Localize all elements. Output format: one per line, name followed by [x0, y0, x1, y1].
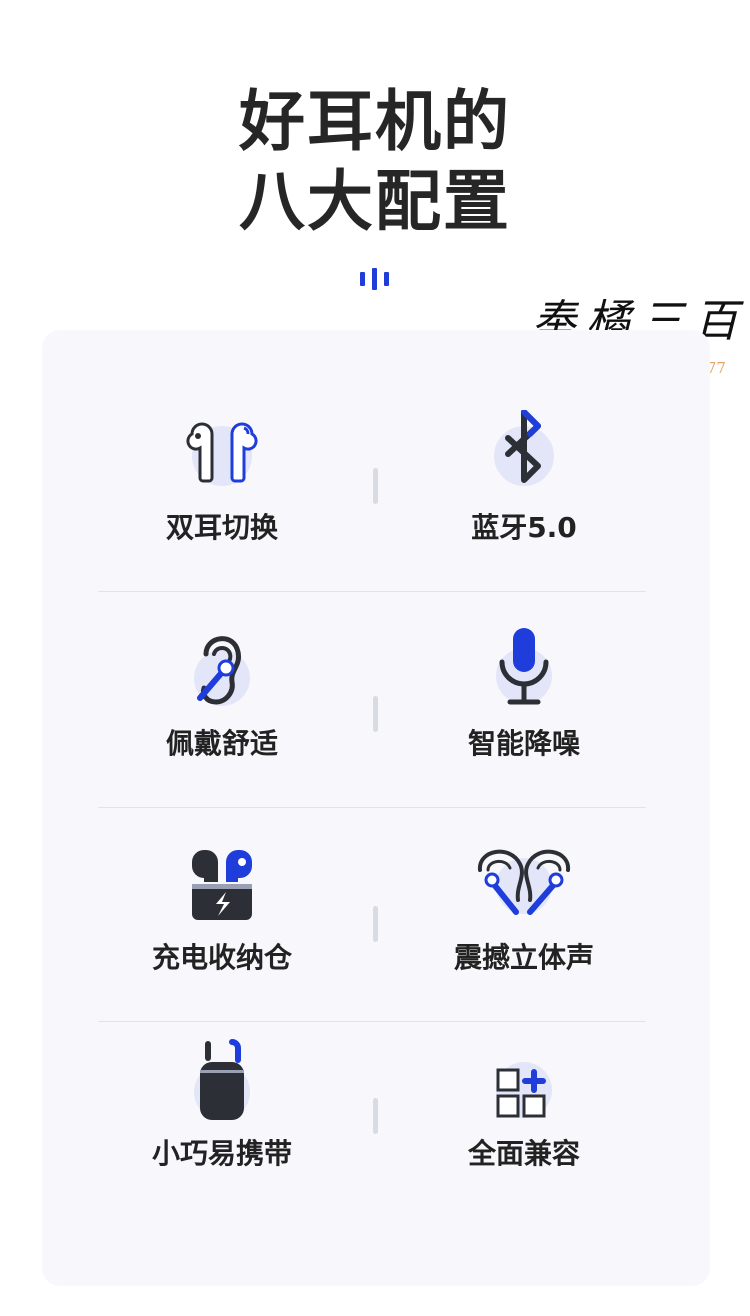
compact-case-icon	[194, 1039, 250, 1120]
column-separator	[373, 1098, 378, 1134]
row-divider	[98, 1021, 646, 1022]
dual-earbuds-icon	[186, 422, 258, 486]
feature-row-4: 小巧易携带 全面兼容	[42, 1036, 710, 1246]
feature-compatibility: 全面兼容	[414, 1036, 634, 1206]
page-title: 好耳机的 八大配置	[0, 82, 750, 242]
feature-label: 佩戴舒适	[165, 727, 278, 760]
title-line-2: 八大配置	[239, 163, 511, 240]
feature-row-2: 佩戴舒适 智能降噪	[42, 626, 710, 836]
feature-dual-switch: 双耳切换	[112, 410, 332, 580]
microphone-icon	[496, 628, 552, 705]
feature-label: 震撼立体声	[453, 941, 594, 974]
stereo-ears-icon	[478, 849, 570, 915]
row-divider	[98, 807, 646, 808]
charging-case-icon	[192, 850, 252, 920]
column-separator	[373, 468, 378, 504]
feature-comfort: 佩戴舒适	[112, 626, 332, 796]
feature-label: 智能降噪	[467, 727, 580, 760]
column-separator	[373, 696, 378, 732]
accent-marks-icon	[360, 268, 389, 290]
feature-label: 全面兼容	[467, 1137, 580, 1170]
feature-row-3: 充电收纳仓 震撼立体声	[42, 840, 710, 1050]
ear-fit-icon	[194, 636, 250, 706]
feature-stereo: 震撼立体声	[414, 840, 634, 1010]
title-line-1: 好耳机的	[239, 83, 511, 160]
feature-portable: 小巧易携带	[112, 1036, 332, 1206]
feature-label: 小巧易携带	[151, 1137, 292, 1170]
column-separator	[373, 906, 378, 942]
features-panel: 双耳切换 蓝牙5.0	[42, 330, 710, 1286]
feature-row-1: 双耳切换 蓝牙5.0	[42, 410, 710, 620]
bluetooth-icon	[494, 410, 554, 486]
feature-label: 充电收纳仓	[151, 941, 292, 974]
compatibility-grid-icon	[496, 1062, 552, 1118]
feature-bluetooth: 蓝牙5.0	[414, 410, 634, 580]
feature-noise-reduction: 智能降噪	[414, 626, 634, 796]
feature-charging-case: 充电收纳仓	[112, 840, 332, 1010]
row-divider	[98, 591, 646, 592]
feature-label: 蓝牙5.0	[471, 511, 577, 544]
feature-label: 双耳切换	[165, 511, 278, 544]
